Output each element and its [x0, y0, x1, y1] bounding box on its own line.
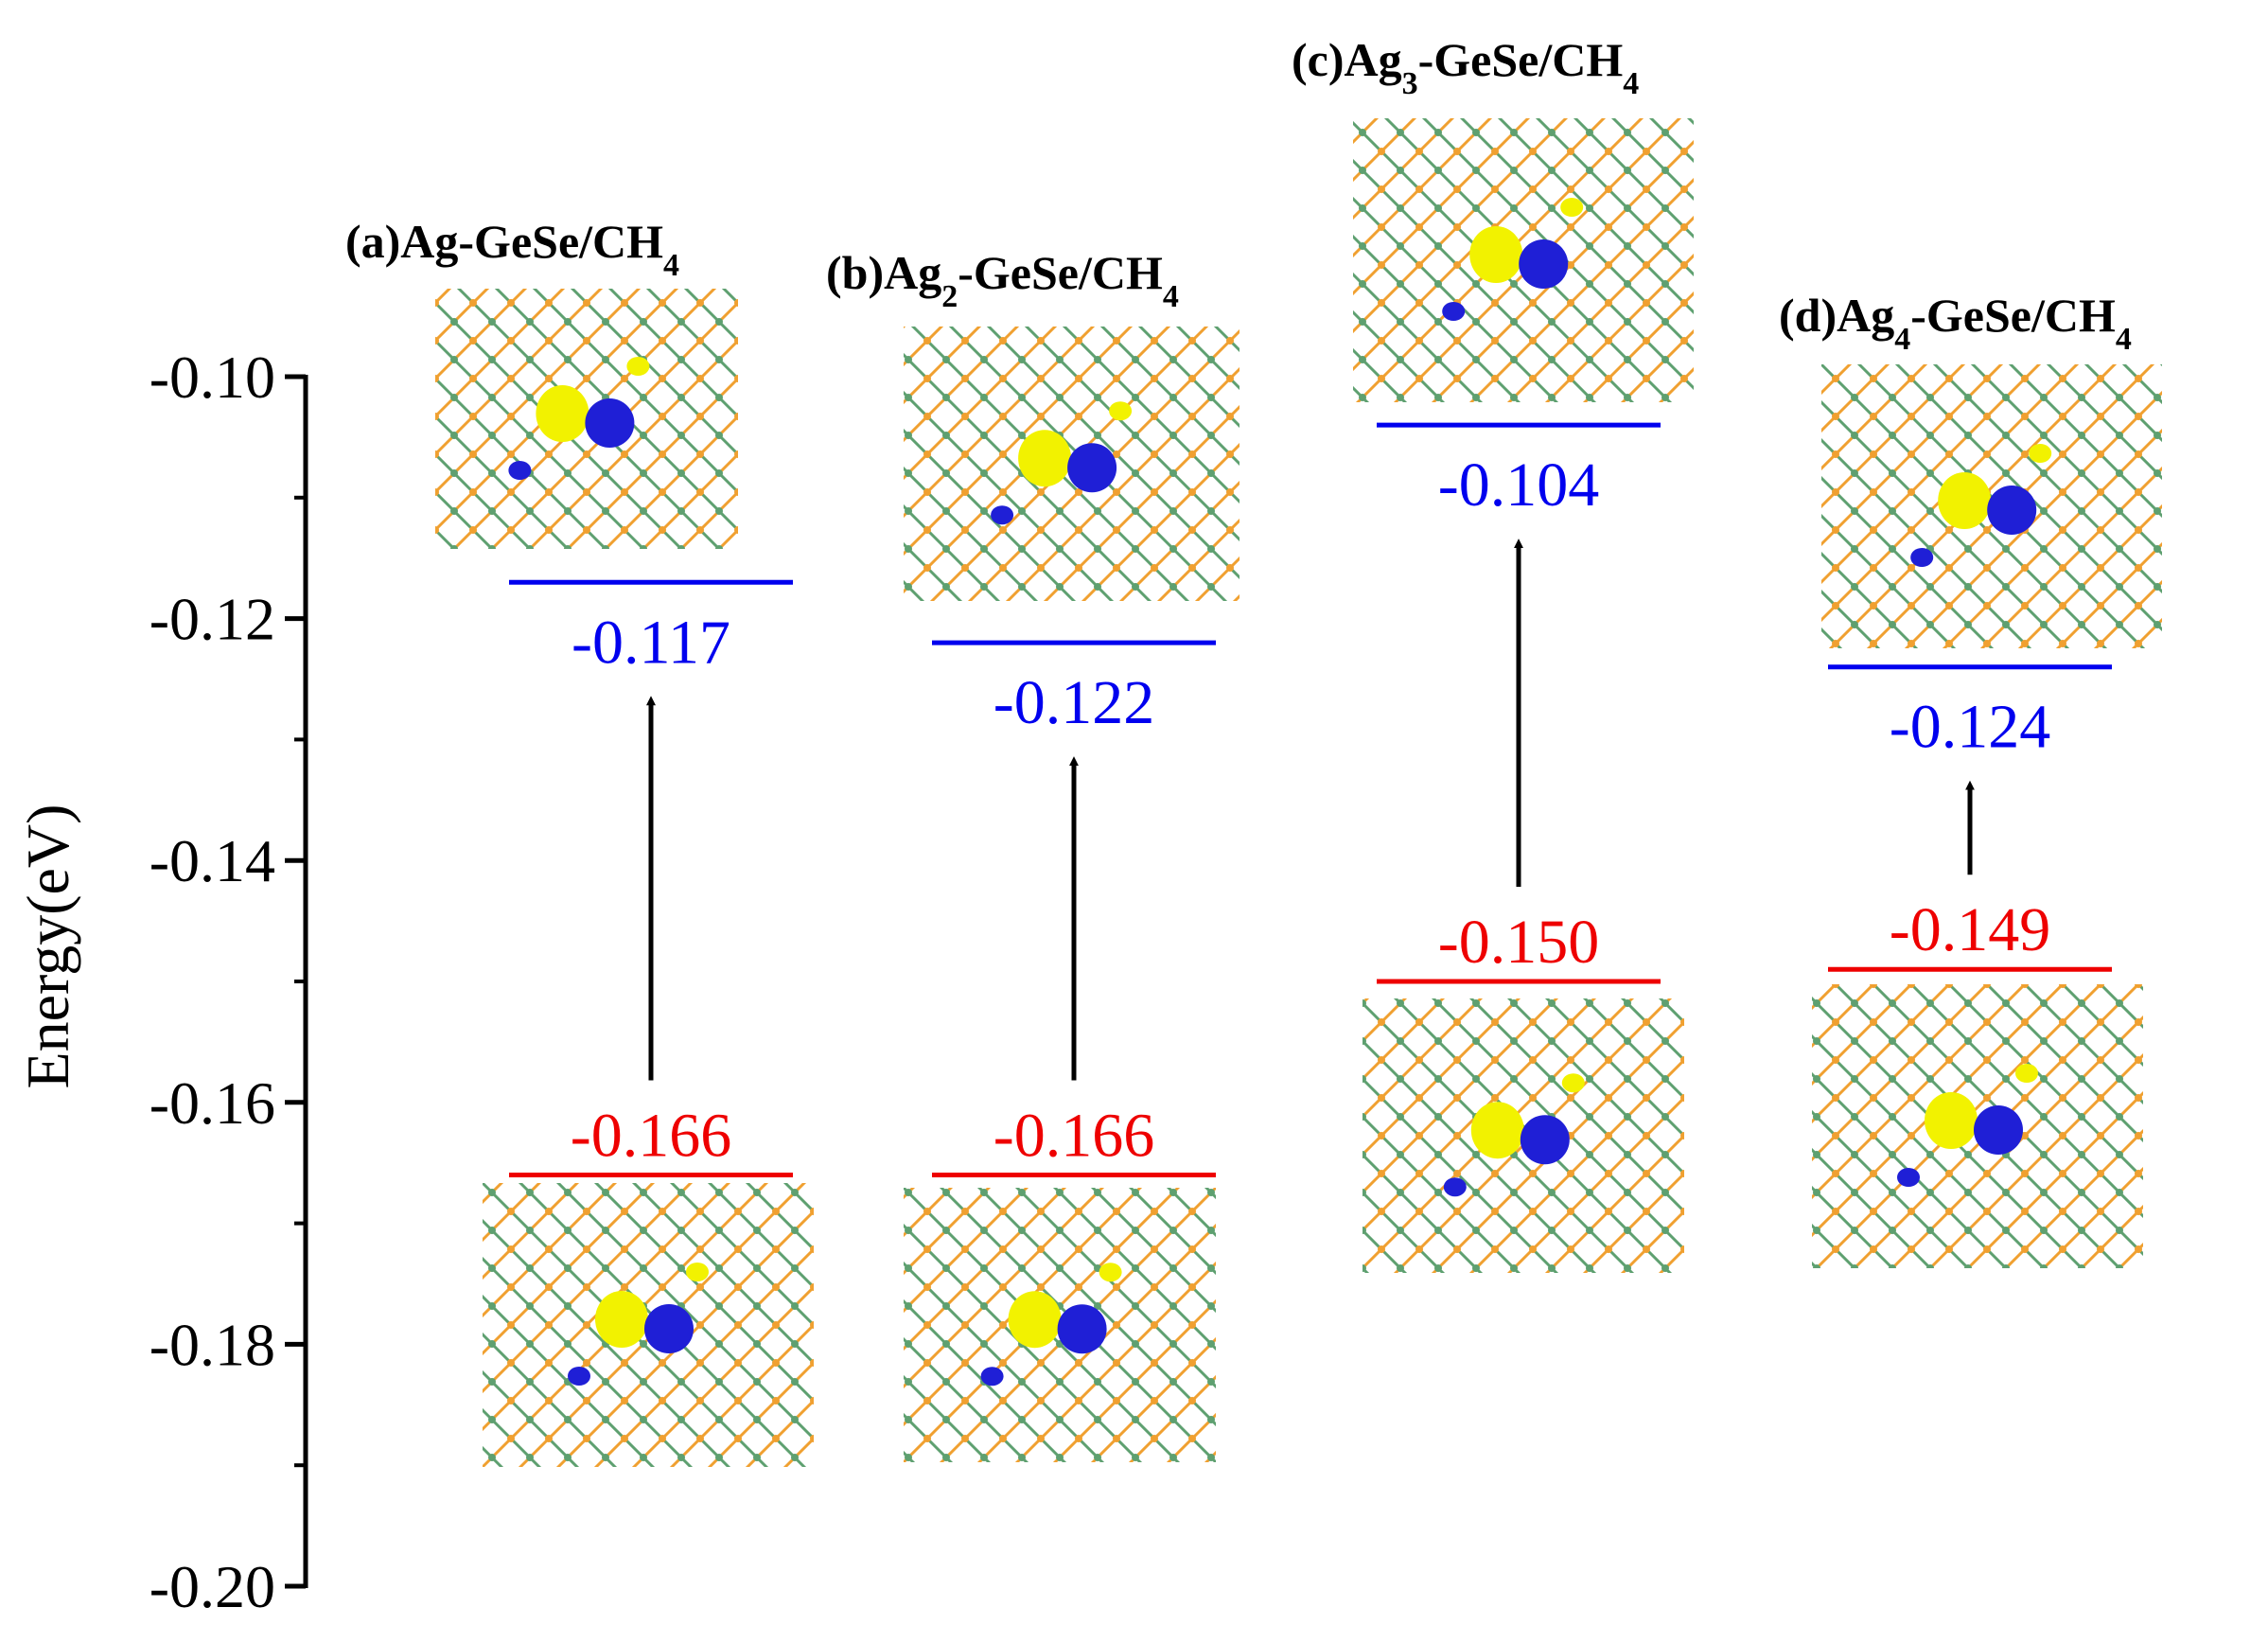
- panel-b: (b)Ag2-GeSe/CH4 -0.122 -0.166: [826, 246, 1239, 1462]
- panel-title: (d)Ag4-GeSe/CH4: [1779, 289, 2132, 357]
- y-axis-label: Energy(eV): [14, 804, 81, 1089]
- isosurface-positive: [1561, 1073, 1585, 1093]
- y-tick-label: -0.10: [149, 344, 275, 411]
- structure-lumo-a: [435, 289, 738, 549]
- isosurface-negative: [568, 1367, 590, 1386]
- panel-c: (c)Ag3-GeSe/CH4 -0.104 -0.150: [1292, 33, 1694, 1273]
- isosurface-positive: [1018, 430, 1072, 487]
- isosurface-positive: [1469, 226, 1523, 283]
- structure-lumo-d: [1821, 364, 2162, 648]
- isosurface-negative: [1974, 1105, 2023, 1155]
- homo-value-label: -0.149: [1890, 895, 2050, 964]
- isosurface-negative: [1520, 1115, 1570, 1165]
- y-tick-label: -0.20: [149, 1553, 275, 1620]
- structure-homo-c: [1363, 998, 1684, 1273]
- y-tick-label: -0.14: [149, 827, 275, 894]
- homo-value-label: -0.166: [993, 1101, 1154, 1170]
- homo-value-label: -0.166: [571, 1101, 731, 1170]
- isosurface-positive: [2029, 444, 2052, 463]
- isosurface-negative: [644, 1304, 694, 1353]
- isosurface-negative: [991, 505, 1014, 525]
- isosurface-positive: [1925, 1092, 1978, 1149]
- isosurface-positive: [536, 385, 589, 442]
- isosurface-positive: [595, 1291, 648, 1348]
- isosurface-positive: [2015, 1064, 2038, 1083]
- isosurface-negative: [585, 398, 635, 448]
- isosurface-negative: [1897, 1168, 1920, 1187]
- lumo-value-label: -0.117: [571, 608, 730, 677]
- isosurface-positive: [1938, 472, 1992, 529]
- isosurface-negative: [1442, 302, 1466, 321]
- isosurface-positive: [686, 1263, 709, 1281]
- panel-d: (d)Ag4-GeSe/CH4 -0.124 -0.149: [1779, 289, 2162, 1268]
- lumo-value-label: -0.104: [1438, 450, 1599, 520]
- isosurface-positive: [1099, 1263, 1122, 1282]
- isosurface-negative: [1910, 548, 1934, 567]
- isosurface-negative: [1519, 239, 1569, 289]
- y-tick-label: -0.16: [149, 1069, 275, 1137]
- y-axis: -0.10 -0.12 -0.14 -0.16 -0.18 -0.20: [149, 344, 308, 1620]
- isosurface-positive: [626, 357, 650, 376]
- y-tick-label: -0.18: [149, 1311, 275, 1378]
- isosurface-negative: [1443, 1177, 1467, 1197]
- lumo-value-label: -0.122: [993, 668, 1154, 737]
- isosurface-positive: [1560, 198, 1584, 217]
- panel-title: (b)Ag2-GeSe/CH4: [826, 246, 1179, 314]
- lumo-value-label: -0.124: [1890, 693, 2050, 762]
- y-tick-label: -0.12: [149, 586, 275, 653]
- structure-homo-d: [1812, 984, 2143, 1268]
- panel-a: (a)Ag-GeSe/CH4 -0.117 -0.166: [345, 215, 814, 1467]
- panels: (a)Ag-GeSe/CH4-0.117-0.166(b)Ag2-GeSe/CH…: [345, 33, 2162, 1467]
- panel-title: (a)Ag-GeSe/CH4: [345, 215, 679, 283]
- homo-value-label: -0.150: [1438, 908, 1599, 977]
- structure-homo-b: [904, 1188, 1216, 1462]
- isosurface-negative: [1057, 1304, 1107, 1354]
- isosurface-negative: [1987, 486, 2037, 535]
- isosurface-negative: [980, 1367, 1004, 1387]
- isosurface-positive: [1109, 401, 1133, 421]
- structure-homo-a: [483, 1183, 814, 1467]
- isosurface-negative: [1067, 443, 1117, 493]
- isosurface-positive: [1470, 1102, 1524, 1159]
- isosurface-positive: [1008, 1291, 1062, 1349]
- isosurface-negative: [508, 461, 532, 480]
- panel-title: (c)Ag3-GeSe/CH4: [1292, 33, 1639, 101]
- structure-lumo-c: [1353, 118, 1694, 402]
- structure-lumo-b: [904, 327, 1239, 601]
